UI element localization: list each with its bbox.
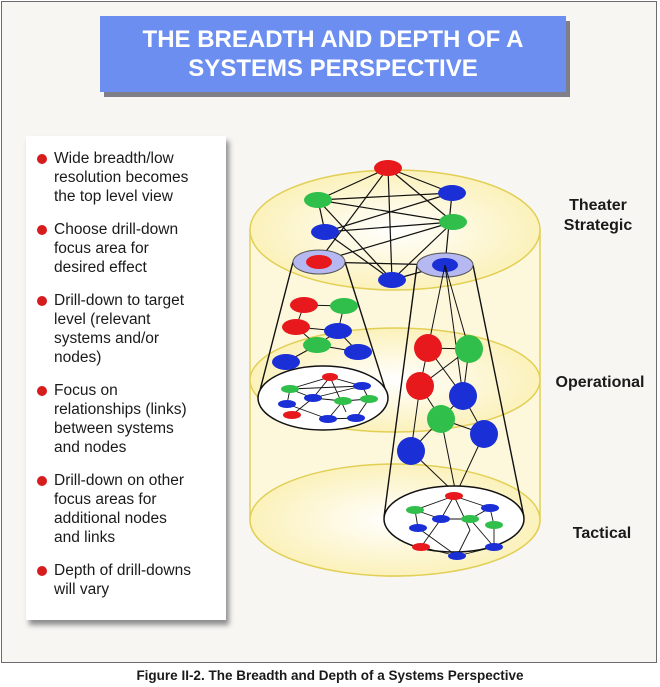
- right-cone-edge: [383, 264, 418, 518]
- bullet-item: Depth of drill-downs will vary: [36, 561, 226, 599]
- bullet-line: Depth of drill-downs: [54, 562, 191, 579]
- bullet-line: the top level view: [54, 188, 173, 205]
- title-banner: THE BREADTH AND DEPTH OF A SYSTEMS PERSP…: [100, 16, 566, 92]
- bullet-line: will vary: [54, 581, 110, 598]
- node-green: [303, 337, 331, 353]
- bullet-line: Drill-down on other: [54, 472, 185, 489]
- node-green: [461, 515, 479, 523]
- node-blue: [304, 394, 322, 402]
- node-blue: [353, 382, 371, 390]
- node-blue: [485, 543, 503, 551]
- bullet-item: Choose drill-down focus area for desired e…: [36, 220, 226, 277]
- node-blue: [397, 437, 425, 465]
- node-green: [330, 298, 358, 314]
- node-red: [290, 297, 318, 313]
- bullet-line: and links: [54, 529, 116, 546]
- node-green: [485, 521, 503, 529]
- bullet-dot-icon: [37, 225, 47, 235]
- bullet-item: Drill-down on other focus areas for additi…: [36, 471, 226, 547]
- node-red: [374, 160, 402, 176]
- node-blue: [449, 382, 477, 410]
- left-cone-edge: [257, 261, 294, 399]
- left-cone-edge: [344, 261, 389, 399]
- bullet-list: Wide breadth/low resolution becomes the to…: [26, 136, 226, 599]
- node-red: [406, 372, 434, 400]
- node-green: [406, 506, 424, 514]
- bullet-line: Drill-down to target: [54, 292, 185, 309]
- node-blue: [272, 354, 300, 370]
- bullet-line: resolution becomes: [54, 169, 189, 186]
- node-blue: [470, 420, 498, 448]
- bullet-line: focus areas for: [54, 491, 157, 508]
- node-blue: [347, 414, 365, 422]
- systems-cylinder-diagram: [249, 160, 541, 577]
- node-red: [412, 543, 430, 551]
- node-red: [445, 492, 463, 500]
- bullet-item: Wide breadth/low resolution becomes the to…: [36, 149, 226, 206]
- bullet-line: between systems: [54, 420, 174, 437]
- node-green: [334, 397, 352, 405]
- level-label-theater-strategic: Theater Strategic: [550, 196, 646, 236]
- node-blue: [378, 272, 406, 288]
- node-blue: [448, 552, 466, 560]
- figure-frame: THE BREADTH AND DEPTH OF A SYSTEMS PERSP…: [1, 1, 657, 663]
- theater-disc: [249, 169, 541, 291]
- level-label-operational: Operational: [555, 374, 645, 391]
- level-label-line: Theater: [569, 197, 627, 214]
- node-green: [281, 385, 299, 393]
- bullet-line: relationships (links): [54, 401, 187, 418]
- bullet-line: Wide breadth/low: [54, 150, 174, 167]
- bullet-line: and nodes: [54, 439, 127, 456]
- bullet-dot-icon: [37, 154, 47, 164]
- figure-caption: Figure II-2. The Breadth and Depth of a …: [136, 668, 524, 683]
- bullet-item: Focus on relationships (links) between sys…: [36, 381, 226, 457]
- node-blue: [438, 185, 466, 201]
- node-blue: [324, 323, 352, 339]
- title-line-1: THE BREADTH AND DEPTH OF A: [142, 26, 524, 53]
- node-red-focused: [306, 255, 332, 269]
- bullet-line: focus area for: [54, 240, 149, 257]
- node-blue: [278, 400, 296, 408]
- bullet-line: additional nodes: [54, 510, 167, 527]
- node-green: [439, 214, 467, 230]
- bullet-line: Choose drill-down: [54, 221, 179, 238]
- bullet-dot-icon: [37, 296, 47, 306]
- bullet-panel: Wide breadth/low resolution becomes the to…: [26, 136, 226, 620]
- bullet-line: desired effect: [54, 259, 147, 276]
- node-red: [282, 319, 310, 335]
- bullet-dot-icon: [37, 476, 47, 486]
- node-blue: [344, 344, 372, 360]
- node-blue: [319, 415, 337, 423]
- level-label-line: Strategic: [563, 217, 633, 234]
- right-cone-edge: [472, 264, 525, 518]
- node-blue: [409, 524, 427, 532]
- bullet-line: level (relevant: [54, 311, 151, 328]
- node-green: [455, 335, 483, 363]
- node-green: [360, 395, 378, 403]
- title-line-2: SYSTEMS PERSPECTIVE: [188, 55, 478, 82]
- node-red: [414, 334, 442, 362]
- bullet-dot-icon: [37, 386, 47, 396]
- bullet-line: Focus on: [54, 382, 118, 399]
- node-red: [322, 373, 338, 381]
- bullet-dot-icon: [37, 566, 47, 576]
- bullet-item: Drill-down to target level (relevant syste…: [36, 291, 226, 367]
- node-blue: [481, 504, 499, 512]
- level-label-tactical: Tactical: [572, 525, 632, 542]
- bullet-line: systems and/or: [54, 330, 160, 347]
- node-green: [304, 192, 332, 208]
- node-red: [283, 411, 301, 419]
- node-blue: [311, 224, 339, 240]
- theater-links: [317, 167, 454, 281]
- bullet-line: nodes): [54, 349, 102, 366]
- node-blue: [432, 515, 450, 523]
- node-green: [427, 405, 455, 433]
